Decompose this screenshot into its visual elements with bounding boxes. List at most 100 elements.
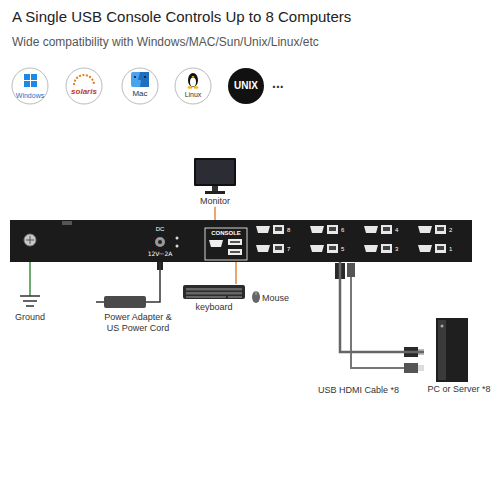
monitor-picture [194,158,236,194]
cable-connector [159,262,161,290]
more-mark: ... [272,76,284,91]
icon-circle [122,68,158,104]
mouse-picture [252,291,260,303]
subtitle: Wide compatibility with Windows/MAC/Sun/… [12,36,319,49]
icon-circle [228,68,264,104]
device-label: Ground [8,312,52,323]
hdmi-port [310,245,324,252]
penguin-beak [192,76,195,78]
finder-eye [134,76,136,78]
key-row [228,296,242,298]
logo-pane [31,74,37,80]
penguin-foot [188,86,193,88]
usb-port-tongue [383,246,390,250]
mains-cord [96,301,104,303]
logo-pane [24,74,30,80]
mouse-body [252,291,260,303]
hdmi-port [256,245,270,252]
usb-port-tongue [437,246,444,250]
usb-port [327,225,338,234]
finder-half [138,72,149,87]
monitor-screen [194,158,236,186]
cable-connector [340,262,424,352]
cable-label: USB HDMI Cable *8 [318,386,399,396]
ground-terminal: Ground [8,282,52,323]
penguin-body [188,73,198,87]
led [176,245,179,248]
usb-port [327,244,338,253]
hdmi-port [209,240,223,247]
usb-port-tongue [437,227,444,231]
device-label: Monitor [190,196,240,207]
os-logo-text: solaris [66,88,102,97]
port-number: 2 [449,227,452,234]
hdmi-port [310,226,324,233]
os-logo-text: Windows [12,92,48,100]
icon-circle [66,68,102,104]
usb-port [273,244,284,253]
penguin-belly [190,78,196,87]
ground-wire [29,282,31,296]
device-label: PC or Server *8 [424,384,494,395]
device-label: keyboard [182,302,246,313]
key-row [186,288,242,291]
port-number: 1 [449,246,452,253]
sun-rays [74,75,94,85]
dc-jack-pin [158,240,162,244]
port-number: 8 [287,227,290,234]
adapter-brick [104,296,146,308]
kvm-body [10,220,472,262]
hdmi-port [256,226,270,233]
finder-eye [144,76,146,78]
keyboard-picture [183,285,245,299]
hdmi-port [364,245,378,252]
hdmi-port [364,226,378,233]
logo-pane [24,81,30,87]
port-number: 5 [341,246,344,253]
usb-plug [404,363,418,373]
pc-server: PC or Server *8 [424,316,494,395]
port-number: 3 [395,246,398,253]
port-number: 4 [395,227,398,234]
usb-wire [351,277,404,368]
mouse-wheel [256,291,257,295]
solaris-icon [66,68,102,104]
panel-switch [62,221,72,225]
monitor-neck [212,186,218,191]
usb-tip [418,365,424,371]
tower-front [438,320,446,380]
usb-port [228,239,242,245]
usb-port-tongue [329,227,336,231]
key-row [186,292,242,295]
usb-port-tongue [230,241,240,243]
os-logo-text: Linux [175,91,211,99]
usb-port [381,244,392,253]
hdmi-port [418,226,432,233]
os-logo-text: UNIX [228,80,264,91]
usb-port-tongue [275,227,282,231]
port-number: 6 [341,227,344,234]
usb-port [435,244,446,253]
kvm-switch: CONSOLE [10,220,472,262]
pc-picture [436,318,468,382]
adapter-cord [146,290,160,302]
ground-symbol [20,296,40,306]
monitor-device: Monitor [190,156,240,207]
keyboard-device: keyboard [182,284,246,313]
usb-port-tongue [383,227,390,231]
monitor-glass [196,160,234,184]
ground-screw [24,234,36,246]
hdmi-port [418,245,432,252]
unix-icon [228,68,264,104]
power-port-text: DC [150,226,170,233]
mouse-device: Mouse [250,290,296,304]
usb-port [381,225,392,234]
windows-icon [12,68,48,104]
usb-port [228,249,242,255]
device-label: CONSOLE [205,230,247,236]
power-button [441,325,444,328]
finder-face [131,72,149,87]
